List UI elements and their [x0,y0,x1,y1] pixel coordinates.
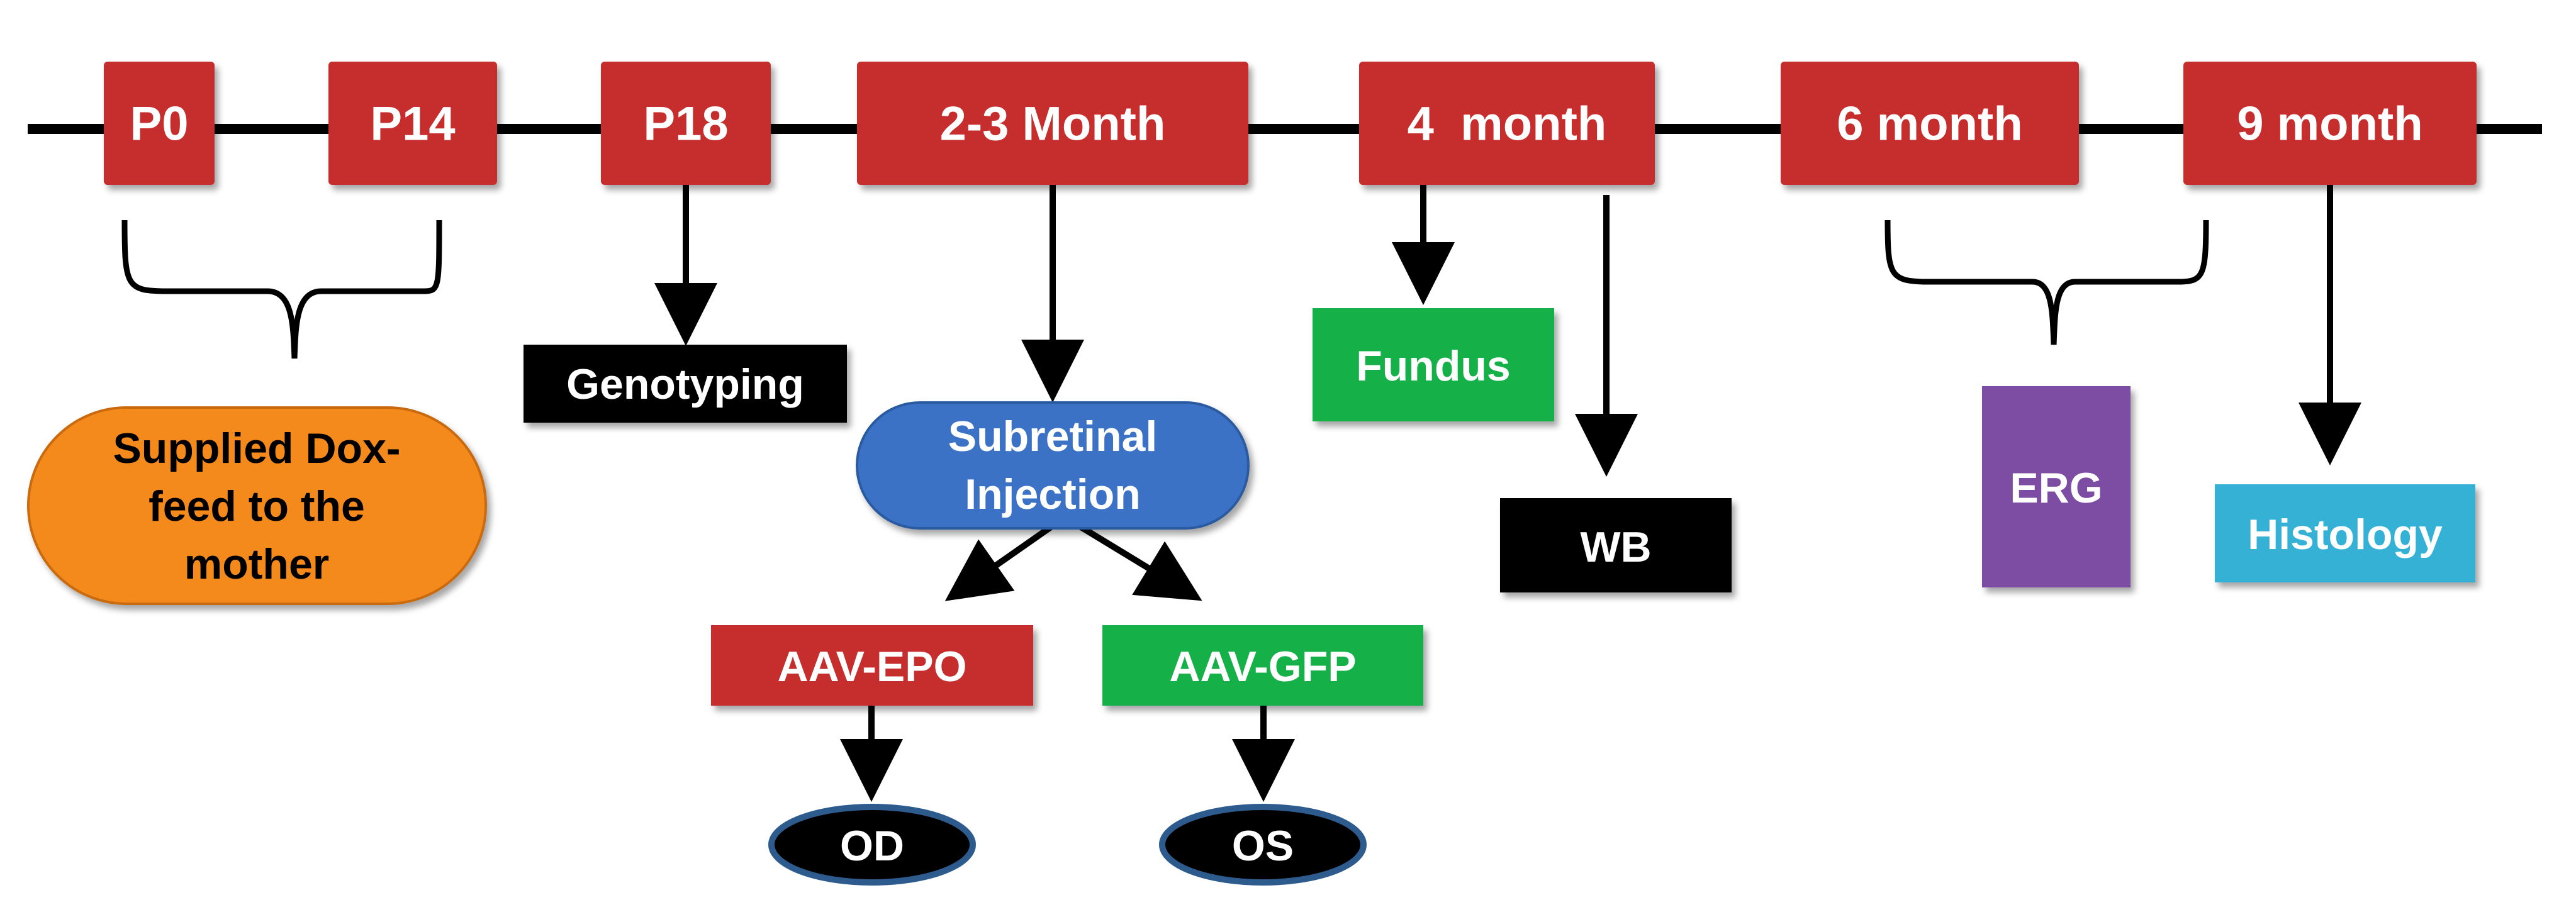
aav-gfp-label: AAV-GFP [1169,643,1356,691]
os-label: OS [1232,822,1294,870]
9-month-label: 9 month [2237,97,2423,151]
dox-feed-line3: mother [184,540,329,588]
histology-label: Histology [2248,511,2443,559]
timeline-box-4-month: 4 month [1359,62,1655,185]
brace-p0-p14 [121,220,442,359]
wb-box: WB [1500,498,1732,592]
subretinal-injection-box: Subretinal Injection [856,401,1250,530]
timeline-box-p14: P14 [328,62,497,185]
injection-line1: Subretinal [948,413,1158,460]
aav-epo-box: AAV-EPO [711,625,1033,706]
histology-box: Histology [2215,484,2475,582]
genotyping-label: Genotyping [566,360,804,408]
injection-line2: Injection [965,470,1141,518]
wb-label: WB [1580,523,1651,571]
fundus-box: Fundus [1313,308,1554,421]
timeline-box-6-month: 6 month [1781,62,2079,185]
6-month-label: 6 month [1837,97,2023,151]
timeline-box-p0: P0 [104,62,215,185]
aav-epo-label: AAV-EPO [777,643,966,691]
erg-label: ERG [2010,464,2102,512]
p18-label: P18 [643,97,728,151]
dox-feed-box: Supplied Dox- feed to the mother [27,406,487,605]
od-oval: OD [768,804,976,886]
p0-label: P0 [130,97,189,151]
brace-6-month [1884,220,2209,345]
aav-gfp-box: AAV-GFP [1102,625,1423,706]
genotyping-box: Genotyping [524,345,847,423]
dox-feed-line2: feed to the [148,482,365,530]
p14-label: P14 [370,97,455,151]
os-oval: OS [1159,804,1367,886]
arrow-injection-aav-epo [944,524,1053,601]
od-label: OD [840,822,904,870]
timeline-box-2-3-month: 2-3 Month [857,62,1248,185]
erg-box: ERG [1982,386,2131,587]
fundus-label: Fundus [1356,342,1511,390]
2-3-month-label: 2-3 Month [940,97,1166,151]
arrow-injection-aav-gfp [1079,524,1202,601]
dox-feed-line1: Supplied Dox- [113,425,400,472]
timeline-box-p18: P18 [601,62,771,185]
timeline-box-9-month: 9 month [2183,62,2477,185]
4-month-label: 4 month [1408,97,1607,151]
